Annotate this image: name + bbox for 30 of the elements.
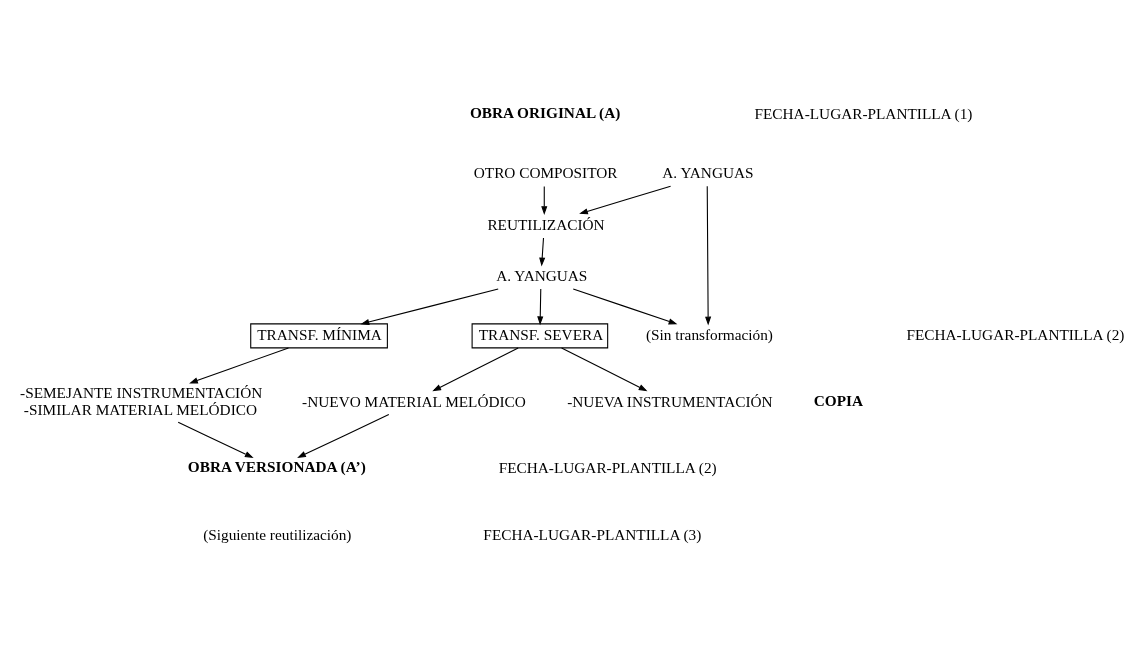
- arrow: [360, 287, 499, 325]
- arrow: [561, 346, 648, 391]
- node-box: TRANSF. MÍNIMA: [250, 322, 388, 348]
- arrow: [177, 421, 254, 458]
- node-text: (Sin transformación): [645, 325, 773, 343]
- arrow: [432, 346, 519, 391]
- node-text: A. YANGUAS: [662, 163, 754, 181]
- arrow: [297, 413, 390, 458]
- node-text: A. YANGUAS: [496, 266, 588, 284]
- node-text: COPIA: [813, 391, 864, 409]
- node-text: (Siguiente reutilización): [203, 525, 352, 543]
- node-text: OBRA ORIGINAL (A): [469, 103, 621, 121]
- label: FECHA-LUGAR-PLANTILLA (1): [754, 104, 973, 122]
- arrow: [537, 287, 544, 325]
- node-text: -NUEVA INSTRUMENTACIÓN: [567, 392, 773, 410]
- label: FECHA-LUGAR-PLANTILLA (2): [906, 325, 1125, 343]
- arrow: [705, 185, 712, 325]
- label: FECHA-LUGAR-PLANTILLA (3): [483, 525, 702, 543]
- arrow: [539, 236, 546, 266]
- node-text: OTRO COMPOSITOR: [473, 163, 618, 181]
- node-text: OBRA VERSIONADA (A’): [187, 457, 366, 475]
- node-box: TRANSF. SEVERA: [471, 322, 609, 348]
- node-text: -NUEVO MATERIAL MELÓDICO: [302, 392, 526, 410]
- arrow: [572, 287, 678, 324]
- arrow: [541, 185, 548, 215]
- node-text: -SEMEJANTE INSTRUMENTACIÓN -SIMILAR MATERIAL MELÓDICO: [20, 383, 263, 418]
- arrow: [579, 185, 672, 214]
- node-text: REUTILIZACIÓN: [487, 215, 605, 233]
- label: FECHA-LUGAR-PLANTILLA (2): [498, 458, 717, 476]
- arrow: [189, 346, 289, 383]
